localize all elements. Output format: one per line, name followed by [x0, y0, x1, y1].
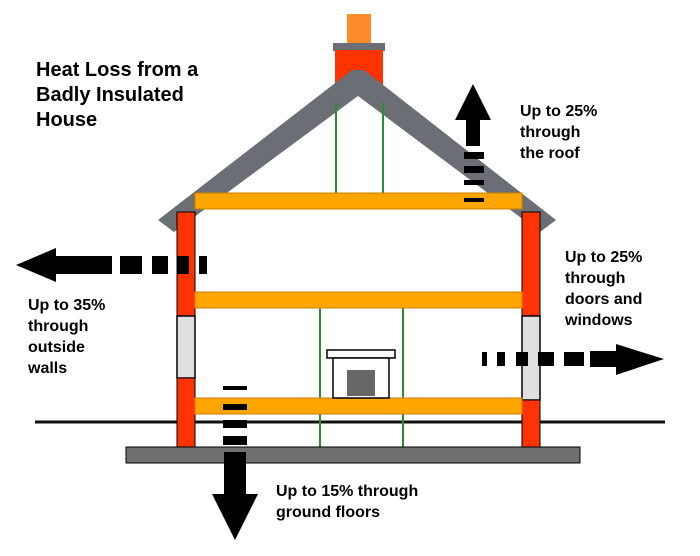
foundation — [125, 446, 581, 464]
left-window — [176, 315, 196, 379]
doors-windows-loss-label: Up to 25% through doors and windows — [565, 249, 643, 329]
arrow-up-roof-icon — [455, 84, 491, 202]
diagram-title: Heat Loss from a Badly Insulated House — [36, 59, 199, 131]
walls-loss-label: Up to 35% through outside walls — [28, 297, 106, 377]
arrow-right-windows-icon — [482, 344, 664, 375]
floors-loss-label: Up to 15% through ground floors — [276, 483, 419, 521]
right-wall-bottom — [521, 399, 541, 449]
arrow-down-floors-icon — [212, 386, 258, 540]
first-floor-beam — [194, 291, 523, 309]
left-wall-bottom — [176, 377, 196, 449]
roof-loss-label: Up to 25% through the roof — [520, 103, 598, 162]
arrow-left-walls-icon — [16, 248, 207, 282]
right-wall-top — [521, 211, 541, 317]
loft-floor-beam — [194, 192, 523, 210]
chimney-cap — [333, 43, 385, 51]
chimney-pot — [347, 14, 371, 46]
interior-lines — [319, 102, 404, 448]
fireplace — [326, 349, 396, 399]
